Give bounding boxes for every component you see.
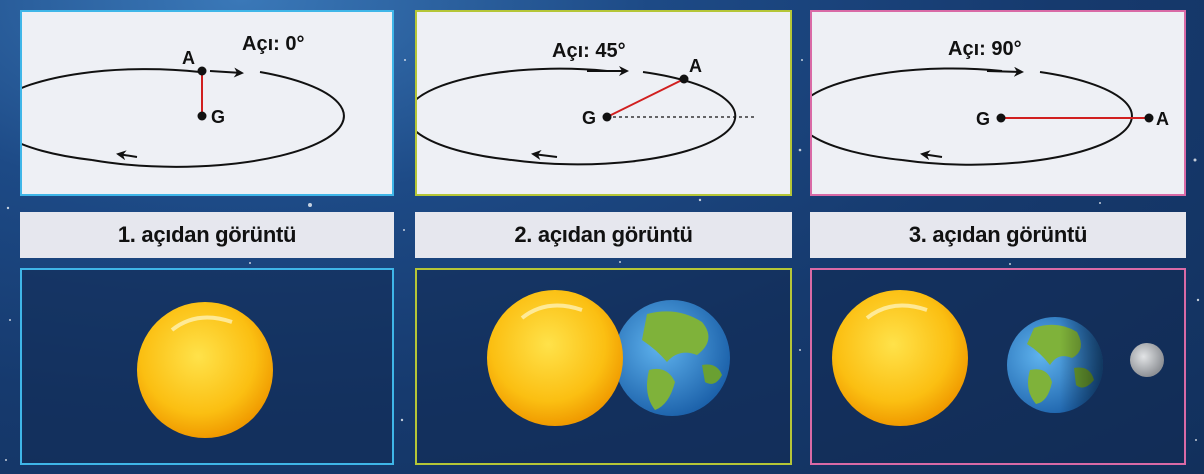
orbit-panel-3: A G Açı: 90° <box>795 10 1186 196</box>
orbit-path <box>795 67 1003 161</box>
orbit-path <box>405 67 608 161</box>
view-caption-3: 3. açıdan görüntü <box>810 212 1186 258</box>
orbit-diagram-3: A G Açı: 90° <box>795 38 1169 166</box>
angle-label: Açı: 45° <box>552 40 626 62</box>
space-view-panel-3 <box>810 268 1186 465</box>
orbit-arrow-icon <box>116 150 138 161</box>
orbit-path <box>91 71 345 168</box>
orbit-arrow-icon <box>920 150 943 161</box>
view-caption-1: 1. açıdan görüntü <box>20 212 394 258</box>
point-g <box>602 112 612 122</box>
angle-label: Açı: 90° <box>948 38 1022 60</box>
point-a-label: A <box>689 56 702 76</box>
point-g-label: G <box>211 107 225 127</box>
point-a <box>197 66 207 76</box>
orbit-path <box>901 71 1133 166</box>
angle-label: Açı: 0° <box>242 33 304 55</box>
orbit-arrow-icon <box>531 150 558 160</box>
point-g-label: G <box>976 109 990 129</box>
moon-icon <box>1130 343 1164 377</box>
earth-icon <box>1007 317 1103 413</box>
sun-icon <box>832 290 968 426</box>
point-g <box>197 111 207 121</box>
point-g-label: G <box>582 108 596 128</box>
earth-icon <box>614 300 730 416</box>
view-caption-2: 2. açıdan görüntü <box>415 212 792 258</box>
orbit-diagram-1: A G Açı: 0° <box>0 33 345 168</box>
sun-icon <box>487 290 623 426</box>
point-g <box>996 113 1006 123</box>
sun-icon <box>137 302 273 438</box>
point-a <box>1144 113 1154 123</box>
orbit-arrow-icon <box>986 66 1024 77</box>
point-a <box>679 74 689 84</box>
orbit-panel-2: A G Açı: 45° <box>405 10 792 196</box>
orbit-path <box>0 68 201 161</box>
point-a-label: A <box>1156 109 1169 129</box>
orbit-diagram-2: A G Açı: 45° <box>405 40 754 166</box>
orbit-panel-1: A G Açı: 0° <box>0 10 394 196</box>
space-view-panel-2 <box>415 268 792 465</box>
orbit-path <box>511 71 737 166</box>
space-view-panel-1 <box>20 268 394 465</box>
point-a-label: A <box>182 48 195 68</box>
orbit-arrow-icon <box>209 67 244 78</box>
radius-line <box>606 78 685 118</box>
